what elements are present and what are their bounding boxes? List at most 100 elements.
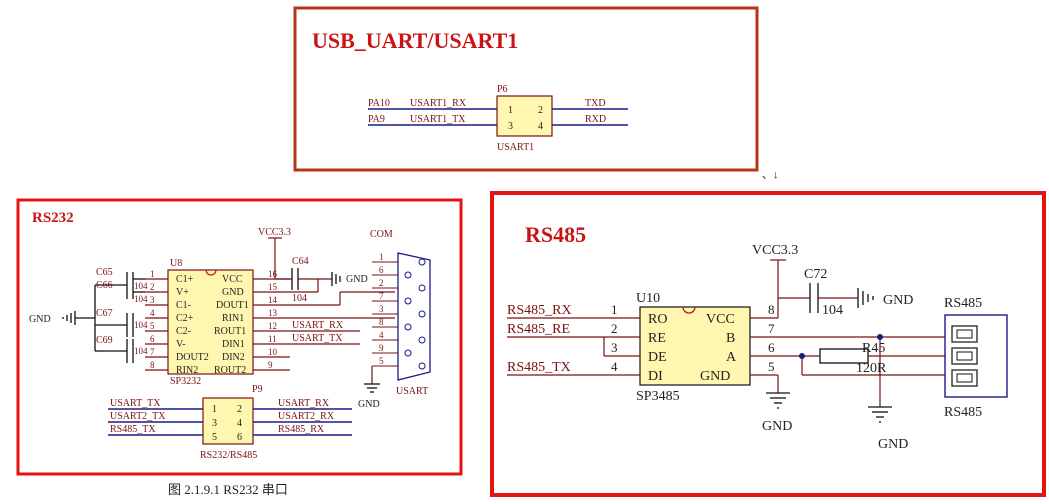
u8-pin-dout1: DOUT1 (216, 300, 249, 311)
u10-pin-ro: RO (648, 312, 667, 327)
u8-pin-c1p: C1+ (176, 274, 194, 285)
p6-ref: P6 (497, 84, 508, 95)
u8-num-3: 3 (150, 295, 155, 305)
usb-uart-panel: USB_UART/USART1 P6 1 2 3 4 USART1 PA10 P… (293, 6, 779, 181)
cap-c64: C64 (292, 256, 309, 267)
u8-num-6: 6 (150, 334, 155, 344)
net-pa9: PA9 (368, 114, 385, 125)
u8-pin-dout2: DOUT2 (176, 352, 209, 363)
cap-c69: C69 (96, 335, 113, 346)
junction-a (799, 353, 805, 359)
u8-pin-rout2: ROUT2 (214, 365, 246, 376)
p9-right-rs485-rx: RS485_RX (278, 424, 325, 435)
cap-c67: C67 (96, 308, 113, 319)
p9-right-usart-rx: USART_RX (278, 398, 330, 409)
res-r45-value: 120R (856, 361, 887, 376)
u10-pin-gnd: GND (700, 369, 730, 384)
cap-c72-value: 104 (822, 303, 843, 318)
u8-pin-vp: V+ (176, 287, 189, 298)
rs232-usart-tx: USART_TX (292, 333, 343, 344)
p9-pin-3: 3 (212, 418, 217, 429)
com-pin-7: 7 (379, 291, 384, 301)
cap-c66-value: 104 (134, 294, 148, 304)
p9-name: RS232/RS485 (200, 450, 257, 461)
cap-c67-value: 104 (134, 320, 148, 330)
u10-pin-di: DI (648, 369, 663, 384)
net-rxd: RXD (585, 114, 606, 125)
rs232-panel: RS232 U8 SP3232 C1+ V+ C1- C2+ C2- V- DO… (16, 198, 463, 476)
u8-pin-din2: DIN2 (222, 352, 245, 363)
p6-pin-4: 4 (538, 121, 543, 132)
u8-pin-vcc: VCC (222, 274, 243, 285)
p6-pin-3: 3 (508, 121, 513, 132)
u10-num-8: 8 (768, 302, 775, 317)
p9-ref: P9 (252, 384, 263, 395)
rs485-conn-bottom: RS485 (944, 405, 982, 420)
sp3485-ic (639, 306, 751, 386)
u10-pin-re: RE (648, 331, 666, 346)
p9-pin-6: 6 (237, 432, 242, 443)
u8-num-7: 7 (150, 347, 155, 357)
rs232-panel-title: RS232 (32, 210, 74, 226)
u8-num-9: 9 (268, 360, 273, 370)
usb-panel-frame (293, 6, 759, 172)
p9-pin-1: 1 (212, 404, 217, 415)
com-gnd: GND (358, 399, 380, 410)
figure-caption: 图 2.1.9.1 RS232 串口 (168, 482, 288, 497)
u8-num-14: 14 (268, 295, 278, 305)
u8-num-11: 11 (268, 334, 277, 344)
u10-name: SP3485 (636, 389, 680, 404)
u8-pin-rin1: RIN1 (222, 313, 244, 324)
cap-c72: C72 (804, 267, 827, 282)
rs485-panel: RS485 U10 SP3485 RO RE DE DI VCC B A GND… (490, 191, 1046, 497)
net-txd: TXD (585, 98, 606, 109)
com-pin-1: 1 (379, 252, 384, 262)
u8-num-8: 8 (150, 360, 155, 370)
res-r45: R45 (862, 341, 885, 356)
u8-num-4: 4 (150, 308, 155, 318)
usb-panel-title: USB_UART/USART1 (312, 28, 518, 53)
rs232-usart-rx: USART_RX (292, 320, 344, 331)
cap-c65-value: 104 (134, 281, 148, 291)
com-pin-6: 6 (379, 265, 384, 275)
u8-pin-gnd: GND (222, 287, 244, 298)
cap-c66: C66 (96, 280, 113, 291)
rs485-panel-frame (490, 191, 1046, 497)
u10-pin-de: DE (648, 350, 667, 365)
rs485-conn-top: RS485 (944, 296, 982, 311)
u10-num-4: 4 (611, 359, 618, 374)
p9-left-rs485-tx: RS485_TX (110, 424, 156, 435)
net-usart1-tx: USART1_TX (410, 114, 466, 125)
p9-left-usart2-tx: USART2_TX (110, 411, 166, 422)
p9-pin-5: 5 (212, 432, 217, 443)
p6-connector (496, 95, 553, 137)
rs232-gnd-right: GND (346, 274, 368, 285)
u8-pin-c1m: C1- (176, 300, 191, 311)
p9-connector (202, 397, 254, 445)
junction-b (877, 334, 883, 340)
sp3232-ic (167, 269, 254, 375)
rs232-panel-frame (16, 198, 463, 476)
u8-num-2: 2 (150, 282, 155, 292)
u10-num-1: 1 (611, 302, 618, 317)
u10-num-5: 5 (768, 359, 775, 374)
rs485-panel-title: RS485 (525, 222, 586, 247)
cap-c64-value: 104 (292, 293, 307, 304)
u8-pin-rout1: ROUT1 (214, 326, 246, 337)
p9-pin-4: 4 (237, 418, 242, 429)
rs485-net-re: RS485_RE (507, 322, 570, 337)
u8-pin-vm: V- (176, 339, 186, 350)
rs485-gnd-cap: GND (883, 293, 913, 308)
rs232-gnd-left: GND (29, 314, 51, 325)
com-pin-4: 4 (379, 330, 384, 340)
p9-left-usart-tx: USART_TX (110, 398, 161, 409)
cap-c69-value: 104 (134, 346, 148, 356)
u8-num-12: 12 (268, 321, 277, 331)
u8-pin-c2m: C2- (176, 326, 191, 337)
p9-pin-2: 2 (237, 404, 242, 415)
u10-ref: U10 (636, 291, 660, 306)
resistor-r45 (819, 348, 869, 364)
u10-num-3: 3 (611, 340, 618, 355)
u10-num-7: 7 (768, 321, 775, 336)
